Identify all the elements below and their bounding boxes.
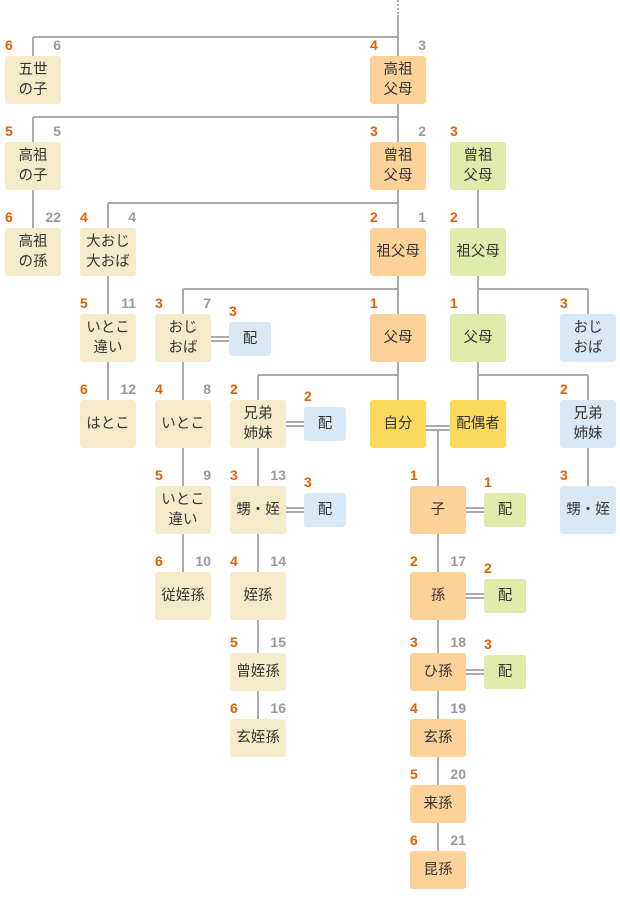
node-hatoko: はとこ — [80, 400, 136, 448]
degree-label: 3 — [560, 295, 568, 311]
node-souso-fubo: 曾祖 父母 — [370, 142, 426, 190]
degree-label: 1 — [370, 295, 378, 311]
number-label: 21 — [450, 832, 466, 848]
node-fubo-spouse: 父母 — [450, 314, 506, 362]
node-genson: 玄孫 — [410, 719, 466, 757]
node-itoko-chigai-2: いとこ 違い — [155, 486, 211, 534]
node-kyoudai-haigu: 配 — [304, 407, 346, 441]
degree-label: 5 — [410, 766, 418, 782]
degree-label: 6 — [5, 209, 13, 225]
degree-label: 6 — [80, 381, 88, 397]
node-mago-haigu: 配 — [484, 579, 526, 613]
degree-label: 6 — [230, 700, 238, 716]
node-itoko-chigai-1: いとこ 違い — [80, 314, 136, 362]
node-mago: 孫 — [410, 572, 466, 620]
number-label: 4 — [128, 209, 136, 225]
node-kyoudai-spouse: 兄弟 姉妹 — [560, 400, 616, 448]
degree-label: 5 — [230, 634, 238, 650]
degree-label: 2 — [230, 381, 238, 397]
degree-label: 3 — [484, 636, 492, 652]
degree-label: 3 — [155, 295, 163, 311]
node-jibun: 自分 — [370, 400, 426, 448]
node-kouso-fubo: 高祖 父母 — [370, 56, 426, 104]
number-label: 14 — [270, 553, 286, 569]
number-label: 6 — [53, 37, 61, 53]
degree-label: 4 — [80, 209, 88, 225]
number-label: 19 — [450, 700, 466, 716]
node-oji-oba: おじ おば — [155, 314, 211, 362]
degree-label: 3 — [370, 123, 378, 139]
node-oi-mei: 甥・姪 — [230, 486, 286, 534]
node-sou-tetsuson: 曾姪孫 — [230, 653, 286, 691]
node-kouso-no-mago: 高祖 の孫 — [5, 228, 61, 276]
degree-label: 3 — [560, 467, 568, 483]
node-juu-tetsuson: 従姪孫 — [155, 572, 211, 620]
node-konson: 昆孫 — [410, 851, 466, 889]
number-label: 15 — [270, 634, 286, 650]
degree-label: 3 — [410, 634, 418, 650]
degree-label: 3 — [229, 303, 237, 319]
degree-label: 6 — [410, 832, 418, 848]
node-itoko: いとこ — [155, 400, 211, 448]
degree-label: 3 — [450, 123, 458, 139]
degree-label: 6 — [155, 553, 163, 569]
degree-label: 1 — [410, 467, 418, 483]
degree-label: 5 — [155, 467, 163, 483]
node-sofubo: 祖父母 — [370, 228, 426, 276]
number-label: 22 — [45, 209, 61, 225]
node-oi-mei-haigu: 配 — [304, 493, 346, 527]
number-label: 9 — [203, 467, 211, 483]
degree-label: 2 — [560, 381, 568, 397]
number-label: 17 — [450, 553, 466, 569]
degree-label: 2 — [410, 553, 418, 569]
node-oji-oba-spouse: おじ おば — [560, 314, 616, 362]
number-label: 11 — [121, 295, 136, 311]
degree-label: 2 — [304, 388, 312, 404]
number-label: 16 — [270, 700, 286, 716]
node-tetsuson: 姪孫 — [230, 572, 286, 620]
node-oooji-ooba: 大おじ 大おば — [80, 228, 136, 276]
number-label: 10 — [195, 553, 211, 569]
degree-label: 1 — [484, 474, 492, 490]
node-kouso-no-ko: 高祖 の子 — [5, 142, 61, 190]
number-label: 5 — [53, 123, 61, 139]
node-oji-oba-haigu: 配 — [229, 322, 271, 356]
node-himago-haigu: 配 — [484, 655, 526, 689]
number-label: 7 — [203, 295, 211, 311]
node-haigusha: 配偶者 — [450, 400, 506, 448]
number-label: 20 — [450, 766, 466, 782]
node-gosei-no-ko: 五世 の子 — [5, 56, 61, 104]
node-gen-tetsuson: 玄姪孫 — [230, 719, 286, 757]
degree-label: 5 — [5, 123, 13, 139]
node-sofubo-spouse: 祖父母 — [450, 228, 506, 276]
node-fubo: 父母 — [370, 314, 426, 362]
degree-label: 2 — [450, 209, 458, 225]
degree-label: 3 — [304, 474, 312, 490]
number-label: 12 — [120, 381, 136, 397]
node-oi-mei-spouse: 甥・姪 — [560, 486, 616, 534]
number-label: 2 — [418, 123, 426, 139]
degree-label: 3 — [230, 467, 238, 483]
number-label: 1 — [418, 209, 426, 225]
degree-label: 4 — [410, 700, 418, 716]
degree-label: 4 — [230, 553, 238, 569]
node-ko: 子 — [410, 486, 466, 534]
node-kyoudai: 兄弟 姉妹 — [230, 400, 286, 448]
node-himago: ひ孫 — [410, 653, 466, 691]
number-label: 3 — [418, 37, 426, 53]
number-label: 8 — [203, 381, 211, 397]
node-ko-haigu: 配 — [484, 493, 526, 527]
degree-label: 2 — [370, 209, 378, 225]
degree-label: 2 — [484, 560, 492, 576]
node-raison: 来孫 — [410, 785, 466, 823]
number-label: 13 — [270, 467, 286, 483]
degree-label: 4 — [370, 37, 378, 53]
degree-label: 1 — [450, 295, 458, 311]
degree-label: 5 — [80, 295, 88, 311]
node-souso-fubo-spouse: 曾祖 父母 — [450, 142, 506, 190]
degree-label: 6 — [5, 37, 13, 53]
degree-label: 4 — [155, 381, 163, 397]
number-label: 18 — [450, 634, 466, 650]
